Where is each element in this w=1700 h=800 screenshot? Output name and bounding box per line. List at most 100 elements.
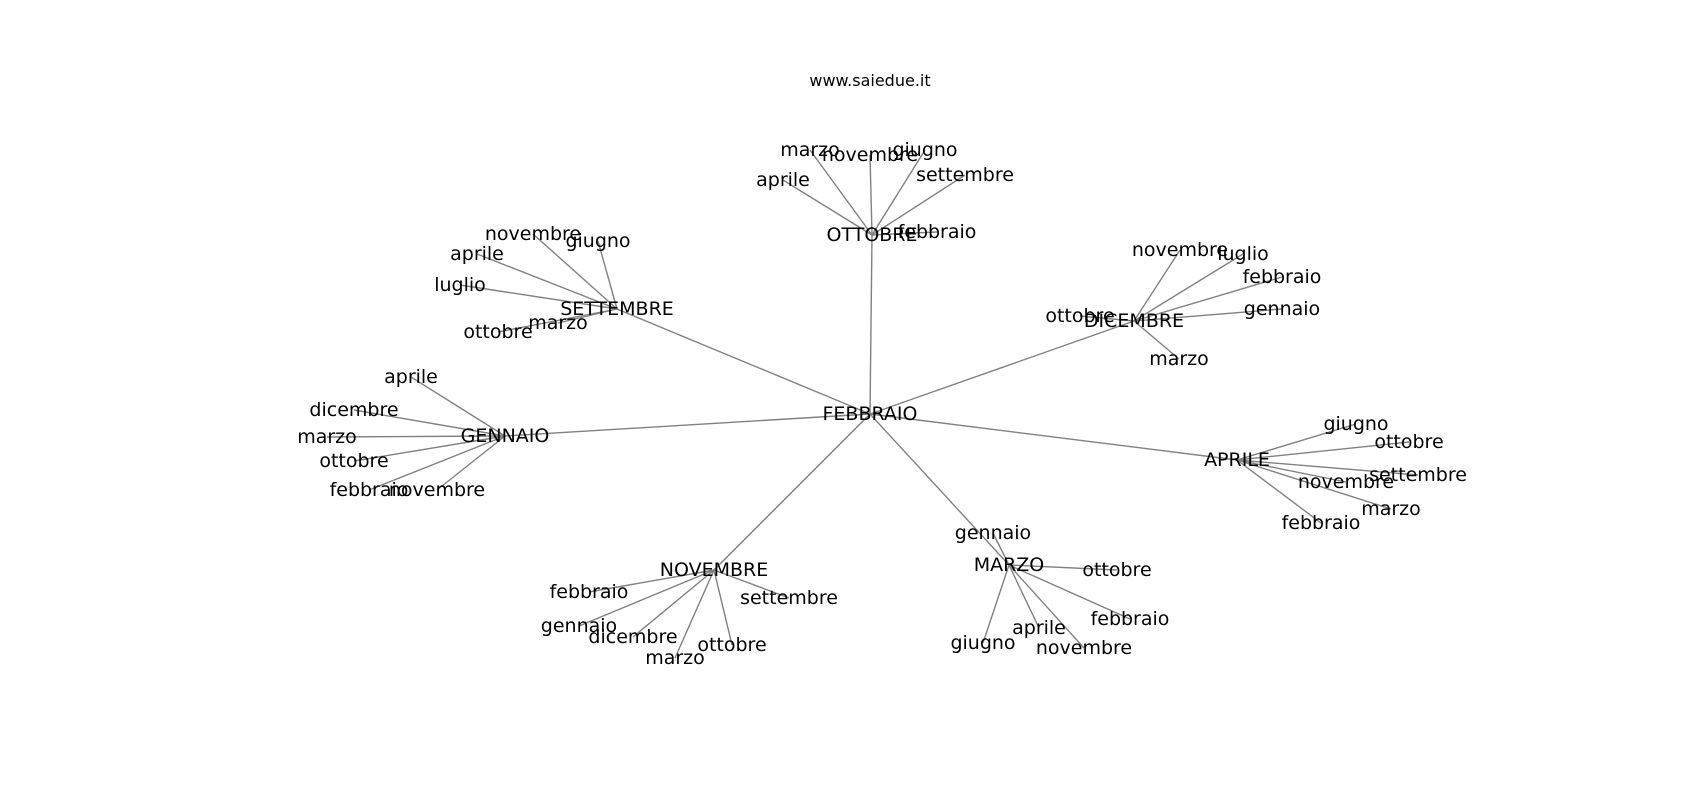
leaf-node-label: febbraio bbox=[1243, 266, 1322, 288]
leaf-node-label: giugno bbox=[950, 632, 1015, 654]
edge-root-to-dicembre bbox=[869, 320, 1135, 415]
edge-marzo-to-novembre bbox=[1008, 564, 1085, 649]
leaf-node-label: novembre bbox=[1298, 471, 1394, 493]
branch-node-label: SETTEMBRE bbox=[560, 298, 674, 320]
edge-root-to-settembre bbox=[616, 308, 871, 415]
edge-root-to-novembre bbox=[713, 413, 871, 571]
leaf-node-label: ottobre bbox=[1374, 431, 1443, 453]
branch-node-label: GENNAIO bbox=[461, 425, 550, 447]
edge-aprile-to-ottobre bbox=[1236, 441, 1410, 461]
leaf-node-label: marzo bbox=[645, 647, 705, 669]
edge-settembre-to-aprile bbox=[476, 253, 618, 310]
edge-settembre-to-novembre bbox=[532, 233, 618, 310]
edge-ottobre-to-settembre bbox=[871, 174, 966, 236]
edge-dicembre-to-gennaio bbox=[1133, 308, 1283, 322]
leaf-node-label: marzo bbox=[528, 312, 588, 334]
leaf-node-label: aprile bbox=[756, 169, 810, 191]
leaf-node-label: novembre bbox=[389, 479, 485, 501]
edge-novembre-to-febbraio bbox=[588, 569, 715, 593]
edge-novembre-to-dicembre bbox=[632, 569, 715, 638]
leaf-node-label: dicembre bbox=[588, 626, 677, 648]
leaf-node-label: aprile bbox=[450, 243, 504, 265]
edge-aprile-to-settembre bbox=[1236, 459, 1419, 476]
edge-dicembre-to-ottobre bbox=[1079, 315, 1135, 322]
edge-settembre-to-giugno bbox=[597, 240, 618, 310]
edge-gennaio-to-marzo bbox=[326, 435, 506, 438]
leaf-node-label: ottobre bbox=[697, 634, 766, 656]
edge-ottobre-to-aprile bbox=[782, 179, 873, 236]
leaf-node-label: dicembre bbox=[309, 399, 398, 421]
edge-marzo-to-aprile bbox=[1008, 564, 1040, 629]
leaf-node-label: marzo bbox=[297, 426, 357, 448]
leaf-node-label: ottobre bbox=[319, 450, 388, 472]
edge-root-to-ottobre bbox=[869, 234, 873, 415]
leaf-node-label: febbraio bbox=[330, 479, 409, 501]
edge-ottobre-to-febbraio bbox=[871, 231, 938, 236]
edge-aprile-to-marzo bbox=[1236, 459, 1392, 510]
leaf-node-label: febbraio bbox=[550, 581, 629, 603]
edge-settembre-to-ottobre bbox=[497, 308, 618, 333]
leaf-node-label: aprile bbox=[1012, 617, 1066, 639]
edge-root-to-aprile bbox=[869, 413, 1238, 461]
edge-root-to-marzo bbox=[869, 413, 1010, 566]
leaf-node-label: febbraio bbox=[1282, 512, 1361, 534]
edge-marzo-to-febbraio bbox=[1008, 564, 1131, 620]
leaf-node-label: settembre bbox=[916, 164, 1014, 186]
edge-dicembre-to-marzo bbox=[1133, 320, 1180, 360]
branch-node-label: NOVEMBRE bbox=[660, 559, 768, 581]
root-node-label: FEBBRAIO bbox=[823, 403, 918, 425]
edge-gennaio-to-febbraio bbox=[368, 435, 506, 491]
branch-node-label: DICEMBRE bbox=[1084, 310, 1184, 332]
leaf-node-label: gennaio bbox=[1244, 298, 1320, 320]
branch-node-label: OTTOBRE bbox=[826, 224, 917, 246]
edge-novembre-to-ottobre bbox=[713, 569, 733, 646]
leaf-node-label: settembre bbox=[1369, 464, 1467, 486]
leaf-node-label: marzo bbox=[780, 139, 840, 161]
edge-dicembre-to-novembre bbox=[1133, 249, 1181, 322]
leaf-node-label: luglio bbox=[434, 274, 486, 296]
edge-dicembre-to-febbraio bbox=[1133, 276, 1283, 322]
edge-root-to-gennaio bbox=[504, 413, 871, 437]
leaf-node-label: giugno bbox=[892, 139, 957, 161]
edge-gennaio-to-dicembre bbox=[353, 409, 506, 437]
leaf-node-label: aprile bbox=[384, 366, 438, 388]
edge-novembre-to-gennaio bbox=[578, 569, 715, 627]
branch-node-label: APRILE bbox=[1204, 449, 1270, 471]
edge-marzo-to-ottobre bbox=[1008, 564, 1118, 571]
leaf-node-label: novembre bbox=[1132, 239, 1228, 261]
edge-aprile-to-giugno bbox=[1236, 423, 1357, 461]
edge-ottobre-to-giugno bbox=[871, 149, 926, 236]
leaf-node-label: febbraio bbox=[1091, 608, 1170, 630]
leaf-node-label: ottobre bbox=[463, 321, 532, 343]
leaf-node-label: ottobre bbox=[1082, 559, 1151, 581]
leaf-node-label: gennaio bbox=[541, 615, 617, 637]
leaf-node-label: marzo bbox=[1361, 498, 1421, 520]
edge-dicembre-to-luglio bbox=[1133, 253, 1244, 322]
graph-edges bbox=[326, 149, 1419, 659]
leaf-node-label: giugno bbox=[565, 230, 630, 252]
leaf-node-label: ottobre bbox=[1045, 305, 1114, 327]
leaf-node-label: giugno bbox=[1323, 413, 1388, 435]
branch-node-label: MARZO bbox=[974, 554, 1045, 576]
leaf-node-label: febbraio bbox=[898, 221, 977, 243]
leaf-node-label: marzo bbox=[1149, 348, 1209, 370]
leaf-node-label: luglio bbox=[1217, 243, 1269, 265]
edge-gennaio-to-aprile bbox=[410, 376, 506, 437]
edge-novembre-to-settembre bbox=[713, 569, 790, 599]
edge-ottobre-to-marzo bbox=[809, 149, 873, 236]
leaf-node-label: gennaio bbox=[955, 522, 1031, 544]
graph-labels: FEBBRAIOOTTOBREmarzonovembregiugnoaprile… bbox=[297, 139, 1467, 669]
edge-gennaio-to-novembre bbox=[436, 435, 506, 491]
leaf-node-label: settembre bbox=[740, 587, 838, 609]
site-watermark: www.saiedue.it bbox=[809, 71, 931, 90]
leaf-node-label: novembre bbox=[822, 144, 918, 166]
edge-aprile-to-febbraio bbox=[1236, 459, 1322, 524]
edge-novembre-to-marzo bbox=[674, 569, 715, 659]
edge-aprile-to-novembre bbox=[1236, 459, 1347, 483]
edge-settembre-to-luglio bbox=[459, 284, 618, 310]
edge-ottobre-to-novembre bbox=[869, 154, 873, 236]
leaf-node-label: novembre bbox=[485, 223, 581, 245]
edge-marzo-to-gennaio bbox=[992, 532, 1010, 566]
leaf-node-label: novembre bbox=[1036, 637, 1132, 659]
